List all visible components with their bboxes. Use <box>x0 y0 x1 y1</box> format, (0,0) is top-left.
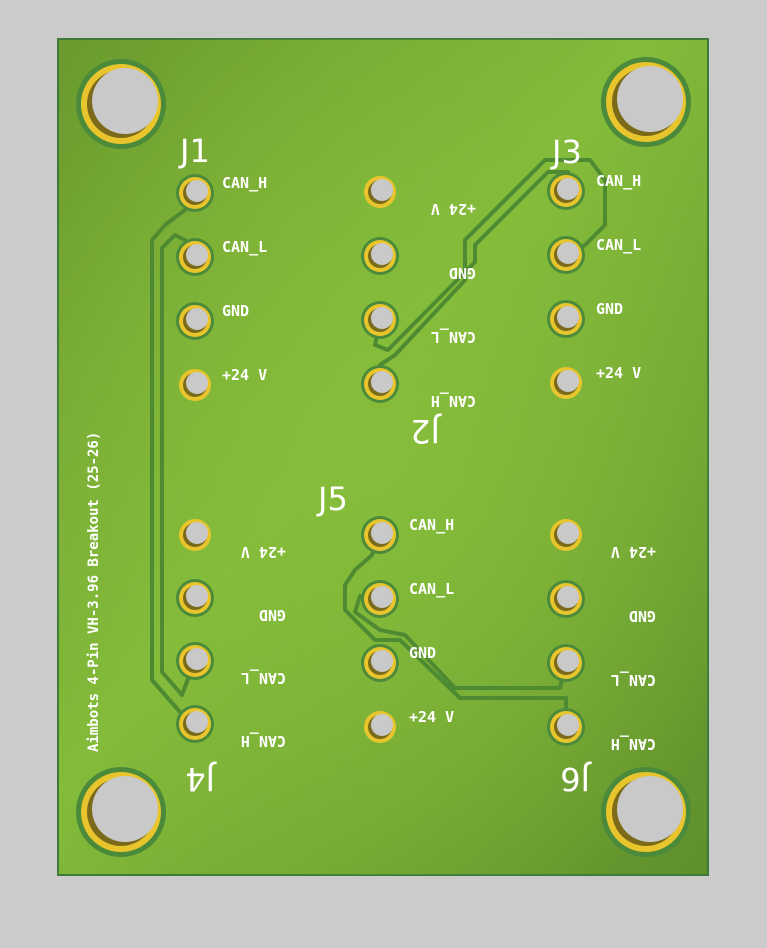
ref-designator-j4: J4 <box>185 760 217 798</box>
ref-designator-j5: J5 <box>316 480 348 518</box>
pad-j1-2 <box>176 238 214 276</box>
trace-2 <box>160 233 197 697</box>
pad-j1-1 <box>176 174 214 212</box>
trace-3 <box>378 158 607 385</box>
pin-label-j6-3: CAN_L <box>611 671 656 689</box>
ref-designator-j3: J3 <box>550 133 582 171</box>
pin-label-j4-4: CAN_H <box>241 732 286 750</box>
connector-j6 <box>547 519 585 746</box>
pad-j4-4 <box>176 705 214 743</box>
pad-j2-3 <box>361 301 399 339</box>
pad-j2-4 <box>361 365 399 403</box>
mounting-hole-top-right <box>601 57 691 147</box>
pin-label-j6-2: GND <box>629 607 656 625</box>
pad-j3-2 <box>547 236 585 274</box>
pin-label-j6-1: +24 V <box>611 543 656 561</box>
pin-label-j5-2: CAN_L <box>409 580 454 598</box>
pad-j5-1 <box>361 516 399 554</box>
pads-layer <box>176 172 585 746</box>
pin-label-j3-1: CAN_H <box>596 172 641 190</box>
pad-j3-1 <box>547 172 585 210</box>
copper-traces <box>150 158 607 729</box>
pad-j1-3 <box>176 302 214 340</box>
pad-j4-2 <box>176 579 214 617</box>
pad-j6-2 <box>547 580 585 618</box>
silkscreen-layer: CAN_H CAN_L GND +24 V J1 +24 V GND CAN_L CAN_H J2… <box>178 132 656 798</box>
pin-label-j4-3: CAN_L <box>241 669 286 687</box>
pad-j6-3 <box>547 644 585 682</box>
pad-j4-1 <box>179 519 211 551</box>
pin-label-j3-3: GND <box>596 300 623 318</box>
pin-label-j2-3: CAN_L <box>431 328 476 346</box>
pad-j1-4 <box>179 369 211 401</box>
ref-designator-j6: J6 <box>560 760 592 798</box>
pad-j5-2 <box>361 580 399 618</box>
pin-label-j3-4: +24 V <box>596 364 641 382</box>
pin-label-j2-1: +24 V <box>431 200 476 218</box>
pin-label-j2-2: GND <box>449 264 476 282</box>
pin-label-j3-2: CAN_L <box>596 236 641 254</box>
pad-j6-4 <box>547 708 585 746</box>
pin-label-j2-4: CAN_H <box>431 392 476 410</box>
connector-j3 <box>547 172 585 399</box>
pin-label-j6-4: CAN_H <box>611 735 656 753</box>
trace-5 <box>343 534 568 727</box>
pad-j5-3 <box>361 644 399 682</box>
pin-label-j1-1: CAN_H <box>222 174 267 192</box>
pad-j3-4 <box>550 367 582 399</box>
pin-label-j5-3: GND <box>409 644 436 662</box>
mounting-holes-layer <box>76 57 691 857</box>
pad-j2-2 <box>361 237 399 275</box>
connector-j4 <box>176 519 214 743</box>
pad-j2-1 <box>364 176 396 208</box>
pad-j4-3 <box>176 642 214 680</box>
mounting-hole-bottom-right <box>601 767 691 857</box>
pin-label-j1-4: +24 V <box>222 366 267 384</box>
pin-label-j1-2: CAN_L <box>222 238 267 256</box>
board-title-silkscreen: Aimbots 4-Pin VH-3.96 Breakout (25-26) <box>86 432 102 752</box>
pin-label-j4-2: GND <box>259 606 286 624</box>
mounting-hole-top-left <box>76 59 166 149</box>
pin-label-j1-3: GND <box>222 302 249 320</box>
pin-label-j4-1: +24 V <box>241 543 286 561</box>
pin-label-j5-4: +24 V <box>409 708 454 726</box>
connector-j2 <box>361 176 399 403</box>
pad-j5-4 <box>364 711 396 743</box>
pad-j3-3 <box>547 300 585 338</box>
ref-designator-j2: J2 <box>410 412 442 450</box>
ref-designator-j1: J1 <box>178 132 210 170</box>
pin-label-j5-1: CAN_H <box>409 516 454 534</box>
trace-6 <box>353 594 568 690</box>
pad-j6-1 <box>550 519 582 551</box>
pcb-highlight <box>58 39 708 875</box>
trace-4 <box>373 170 577 352</box>
connector-j1 <box>176 174 214 401</box>
trace-1 <box>150 191 197 729</box>
connector-j5 <box>361 516 399 743</box>
mounting-hole-bottom-left <box>76 767 166 857</box>
